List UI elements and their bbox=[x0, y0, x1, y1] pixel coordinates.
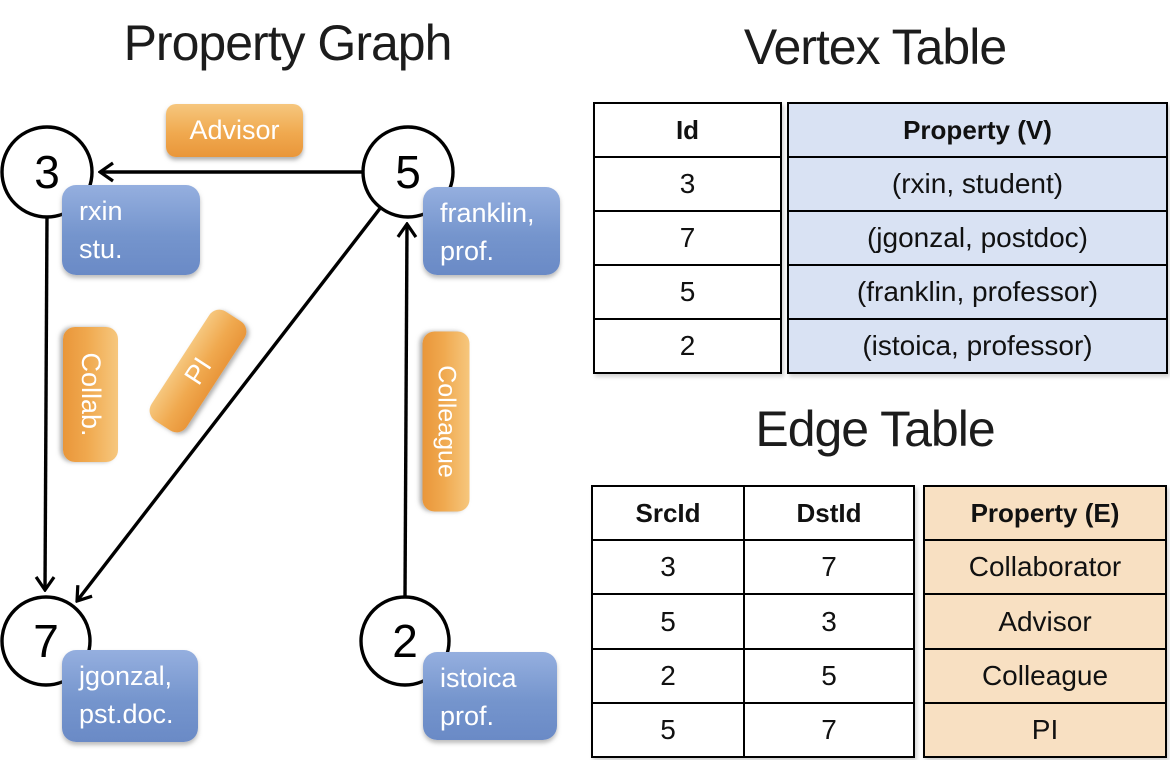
edge-table-row-property: Collaborator bbox=[925, 539, 1165, 593]
vertex-table-row-id: 7 bbox=[595, 210, 780, 264]
edge-label-colleague: Colleague bbox=[422, 331, 470, 512]
edge-table-row: 2 5 bbox=[593, 647, 913, 702]
edge-arrow-2-to-5 bbox=[405, 224, 407, 598]
vertex-table-row-property: (istoica, professor) bbox=[789, 318, 1166, 372]
edge-table-id-columns: SrcId DstId 3 7 5 3 2 5 5 7 bbox=[591, 485, 915, 758]
edge-table-header-row: SrcId DstId bbox=[593, 487, 913, 540]
vertex-property-box-3-line2: stu. bbox=[79, 234, 123, 264]
vertex-table-property-column: Property (V) (rxin, student) (jgonzal, p… bbox=[787, 102, 1168, 374]
edge-label-advisor-text: Advisor bbox=[189, 115, 280, 145]
vertex-property-box-7-line1: jgonzal, bbox=[79, 661, 173, 691]
vertex-property-box-7: jgonzal, pst.doc. bbox=[62, 650, 198, 742]
edge-label-collab: Collab. bbox=[63, 327, 118, 462]
property-graph-title: Property Graph bbox=[123, 15, 453, 71]
edge-table-row: 3 7 bbox=[593, 539, 913, 594]
edge-table-row-property: Colleague bbox=[925, 647, 1165, 702]
vertex-property-box-5: franklin, prof. bbox=[423, 187, 560, 275]
vertex-property-box-3-line1: rxin bbox=[79, 196, 123, 226]
node-7-id: 7 bbox=[33, 615, 59, 667]
edge-table-srcid-header: SrcId bbox=[593, 487, 745, 540]
edge-label-advisor: Advisor bbox=[166, 104, 303, 157]
node-2-id: 2 bbox=[392, 615, 418, 667]
vertex-table-row-id: 2 bbox=[595, 318, 780, 372]
edge-table-dstid-header: DstId bbox=[796, 497, 862, 528]
edge-table-src-cell: 2 bbox=[593, 649, 745, 702]
vertex-table-row-property: (rxin, student) bbox=[789, 156, 1166, 210]
edge-table-row: 5 7 bbox=[593, 701, 913, 757]
edge-table-property-header: Property (E) bbox=[970, 497, 1120, 528]
edge-arrow-5-to-7 bbox=[77, 187, 397, 601]
edge-table-dst-cell: 3 bbox=[821, 605, 837, 637]
edge-table-src-cell: 3 bbox=[593, 541, 745, 594]
edge-table-dst-cell: 7 bbox=[821, 713, 837, 745]
vertex-property-box-2-line2: prof. bbox=[440, 701, 495, 731]
edge-table-src-cell: 5 bbox=[593, 703, 745, 757]
edge-table-row-property: PI bbox=[925, 701, 1165, 756]
vertex-table-row-property: (franklin, professor) bbox=[789, 264, 1166, 318]
vertex-property-box-5-line2: prof. bbox=[440, 236, 495, 266]
vertex-property-box-3: rxin stu. bbox=[62, 185, 200, 275]
edge-arrow-3-to-7 bbox=[45, 214, 47, 590]
node-5-id: 5 bbox=[395, 146, 421, 198]
edge-table-src-cell: 5 bbox=[593, 595, 745, 648]
vertex-table-property-header: Property (V) bbox=[903, 114, 1052, 145]
edge-label-collab-text: Collab. bbox=[76, 352, 106, 437]
node-3-id: 3 bbox=[34, 146, 60, 198]
vertex-property-box-2: istoica prof. bbox=[423, 652, 557, 740]
vertex-property-box-7-line2: pst.doc. bbox=[79, 699, 174, 729]
edge-table-row: 5 3 bbox=[593, 593, 913, 648]
vertex-property-box-5-line1: franklin, bbox=[440, 198, 535, 228]
edge-table-title: Edge Table bbox=[755, 401, 995, 457]
vertex-table-row-property: (jgonzal, postdoc) bbox=[789, 210, 1166, 264]
vertex-table-title: Vertex Table bbox=[743, 19, 1007, 75]
edge-label-colleague-text: Colleague bbox=[432, 365, 461, 478]
vertex-table-row-id: 3 bbox=[595, 156, 780, 210]
edge-table-dst-cell: 7 bbox=[821, 551, 837, 583]
edge-table-property-column: Property (E) Collaborator Advisor Collea… bbox=[923, 485, 1167, 758]
vertex-property-box-2-line1: istoica bbox=[440, 663, 517, 693]
edge-table-dst-cell: 5 bbox=[821, 659, 837, 691]
edge-table-row-property: Advisor bbox=[925, 593, 1165, 647]
vertex-table-id-column: Id 3 7 5 2 bbox=[593, 102, 782, 374]
vertex-table-row-id: 5 bbox=[595, 264, 780, 318]
vertex-table-id-header: Id bbox=[675, 114, 700, 145]
edge-label-pi-text: PI bbox=[178, 351, 218, 390]
